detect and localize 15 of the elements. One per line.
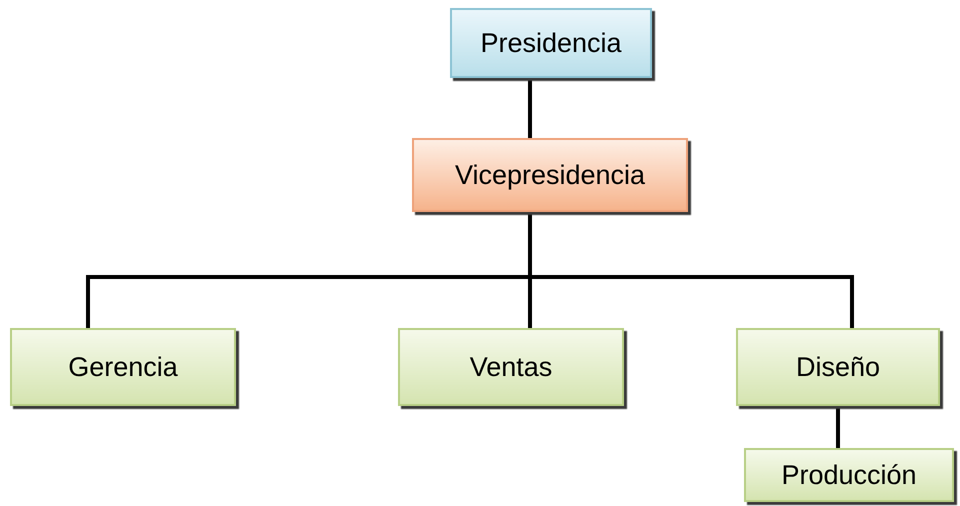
org-box: [398, 328, 624, 406]
box-label: Presidencia: [480, 26, 622, 60]
box-label: Ventas: [470, 350, 552, 384]
org-box: [744, 448, 954, 502]
box-label: Diseño: [796, 350, 880, 384]
org-box: [736, 328, 940, 406]
org-box: [450, 8, 652, 78]
connector-line: [528, 78, 532, 138]
connector-line: [836, 406, 840, 448]
org-box: [10, 328, 236, 406]
box-label: Producción: [781, 458, 917, 492]
box-label: Gerencia: [68, 350, 178, 384]
connector-line: [528, 212, 854, 328]
box-label: Vicepresidencia: [454, 158, 646, 192]
org-box: [412, 138, 688, 212]
